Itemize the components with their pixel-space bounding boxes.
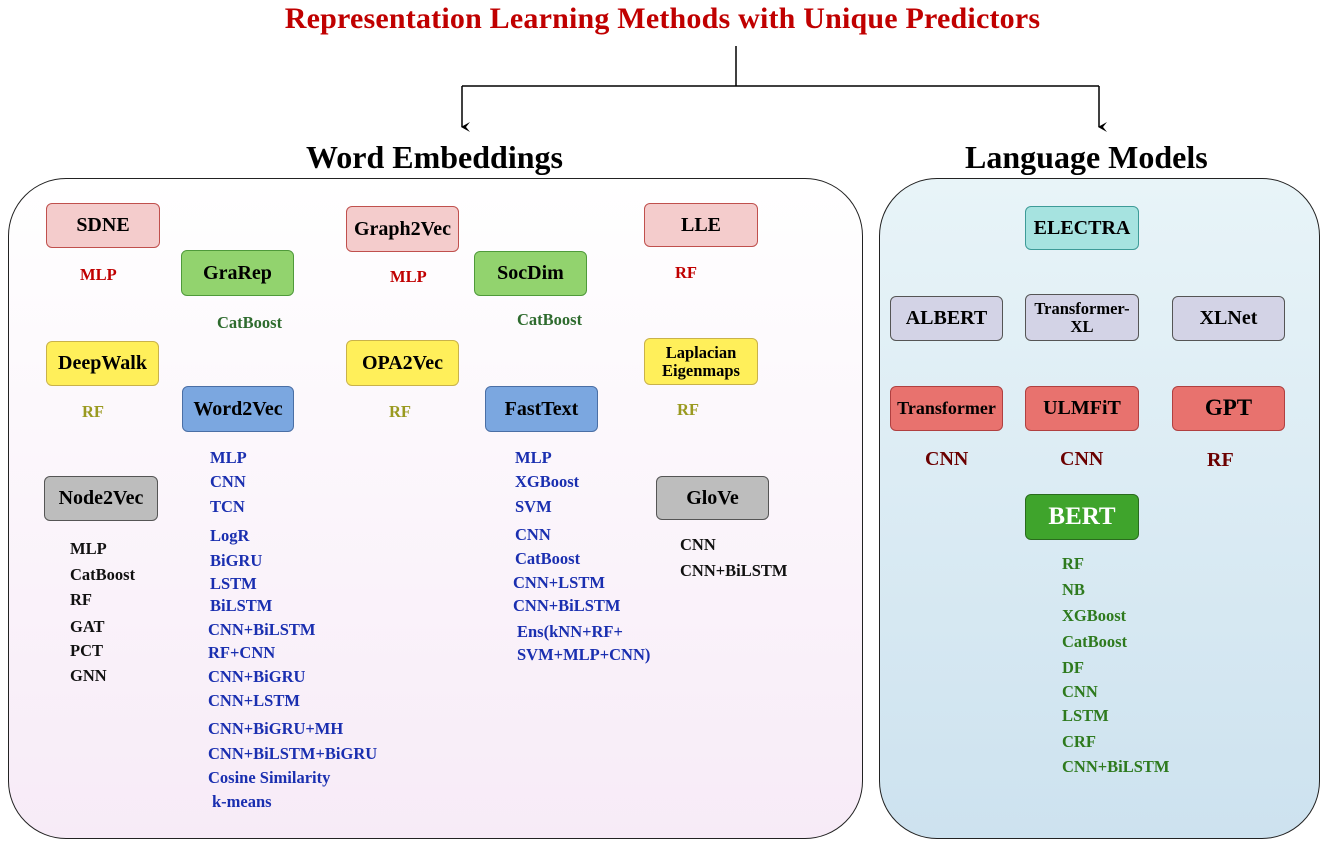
method-laplacian-line1: Laplacian [665, 343, 737, 363]
method-electra: ELECTRA [1025, 206, 1139, 250]
method-graph2vec: Graph2Vec [346, 206, 459, 252]
predictor-word2vec-3: LogR [210, 526, 250, 545]
method-word2vec: Word2Vec [182, 386, 294, 432]
predictor-word2vec-10: CNN+LSTM [208, 691, 300, 710]
predictor-word2vec-4: BiGRU [210, 551, 263, 570]
method-xlnet: XLNet [1172, 296, 1285, 341]
predictor-fasttext-2: SVM [515, 497, 552, 516]
predictor-bert-3: CatBoost [1062, 632, 1128, 651]
predictor-fasttext-3: CNN [515, 525, 551, 544]
predictor-word2vec-8: RF+CNN [208, 643, 276, 662]
method-transformer-xl-line2: XL [1070, 316, 1094, 336]
method-laplacian-line2: Eigenmaps [662, 360, 740, 380]
predictor-laplacian-0: RF [677, 400, 699, 419]
method-node2vec: Node2Vec [44, 476, 158, 521]
predictor-glove-0: CNN [680, 535, 716, 554]
predictor-bert-4: DF [1062, 658, 1084, 677]
predictor-bert-1: NB [1062, 580, 1085, 599]
method-opa2vec: OPA2Vec [346, 340, 459, 386]
method-ulmfit: ULMFiT [1025, 386, 1139, 431]
top-connector [462, 46, 1099, 87]
method-bert: BERT [1025, 494, 1139, 540]
method-fasttext: FastText [485, 386, 598, 432]
predictor-word2vec-1: CNN [210, 472, 246, 491]
method-socdim: SocDim [474, 251, 587, 296]
predictor-word2vec-9: CNN+BiGRU [208, 667, 306, 686]
predictor-word2vec-11: CNN+BiGRU+MH [208, 719, 344, 738]
predictor-word2vec-0: MLP [210, 448, 247, 467]
predictor-fasttext-1: XGBoost [515, 472, 580, 491]
predictor-node2vec-2: RF [70, 590, 92, 609]
predictor-word2vec-2: TCN [210, 497, 245, 516]
method-deepwalk: DeepWalk [46, 341, 159, 386]
predictor-node2vec-1: CatBoost [70, 565, 136, 584]
method-transformer-xl: Transformer- XL [1025, 294, 1139, 341]
predictor-sdne-0: MLP [80, 265, 117, 284]
predictor-bert-6: LSTM [1062, 706, 1109, 725]
predictor-bert-2: XGBoost [1062, 606, 1127, 625]
predictor-fasttext-8: SVM+MLP+CNN) [517, 645, 651, 664]
method-sdne: SDNE [46, 203, 160, 248]
predictor-word2vec-13: Cosine Similarity [208, 768, 331, 787]
predictor-word2vec-7: CNN+BiLSTM [208, 620, 316, 639]
predictor-bert-5: CNN [1062, 682, 1098, 701]
section-title-language-models: Language Models [965, 139, 1208, 175]
method-transformer: Transformer [890, 386, 1003, 431]
method-gpt: GPT [1172, 386, 1285, 431]
method-albert: ALBERT [890, 296, 1003, 341]
predictor-transformer-0: CNN [925, 448, 969, 470]
predictor-fasttext-5: CNN+LSTM [513, 573, 605, 592]
section-title-word-embeddings: Word Embeddings [306, 139, 563, 175]
predictor-word2vec-14: k-means [212, 792, 272, 811]
predictor-bert-8: CNN+BiLSTM [1062, 757, 1170, 776]
predictor-graph2vec-0: MLP [390, 267, 427, 286]
predictor-grarep-0: CatBoost [217, 313, 283, 332]
predictor-opa2vec-0: RF [389, 402, 411, 421]
predictor-fasttext-4: CatBoost [515, 549, 581, 568]
predictor-gpt-0: RF [1207, 449, 1234, 471]
method-glove: GloVe [656, 476, 769, 520]
predictor-node2vec-3: GAT [70, 617, 105, 636]
predictor-node2vec-4: PCT [70, 641, 103, 660]
predictor-node2vec-0: MLP [70, 539, 107, 558]
predictor-ulmfit-0: CNN [1060, 448, 1104, 470]
predictor-deepwalk-0: RF [82, 402, 104, 421]
predictor-word2vec-6: BiLSTM [210, 596, 273, 615]
method-transformer-xl-line1: Transformer- [1034, 299, 1130, 319]
predictor-glove-1: CNN+BiLSTM [680, 561, 788, 580]
predictor-fasttext-6: CNN+BiLSTM [513, 596, 621, 615]
method-grarep: GraRep [181, 250, 294, 296]
method-laplacian-eigenmaps: Laplacian Eigenmaps [644, 338, 758, 385]
predictor-bert-7: CRF [1062, 732, 1096, 751]
predictor-node2vec-5: GNN [70, 666, 107, 685]
predictor-bert-0: RF [1062, 554, 1084, 573]
predictor-socdim-0: CatBoost [517, 310, 583, 329]
method-lle: LLE [644, 203, 758, 247]
predictor-word2vec-5: LSTM [210, 574, 257, 593]
predictor-lle-0: RF [675, 263, 697, 282]
predictor-fasttext-0: MLP [515, 448, 552, 467]
predictor-word2vec-12: CNN+BiLSTM+BiGRU [208, 744, 378, 763]
diagram-title: Representation Learning Methods with Uni… [284, 2, 1041, 35]
predictor-fasttext-7: Ens(kNN+RF+ [517, 622, 623, 641]
